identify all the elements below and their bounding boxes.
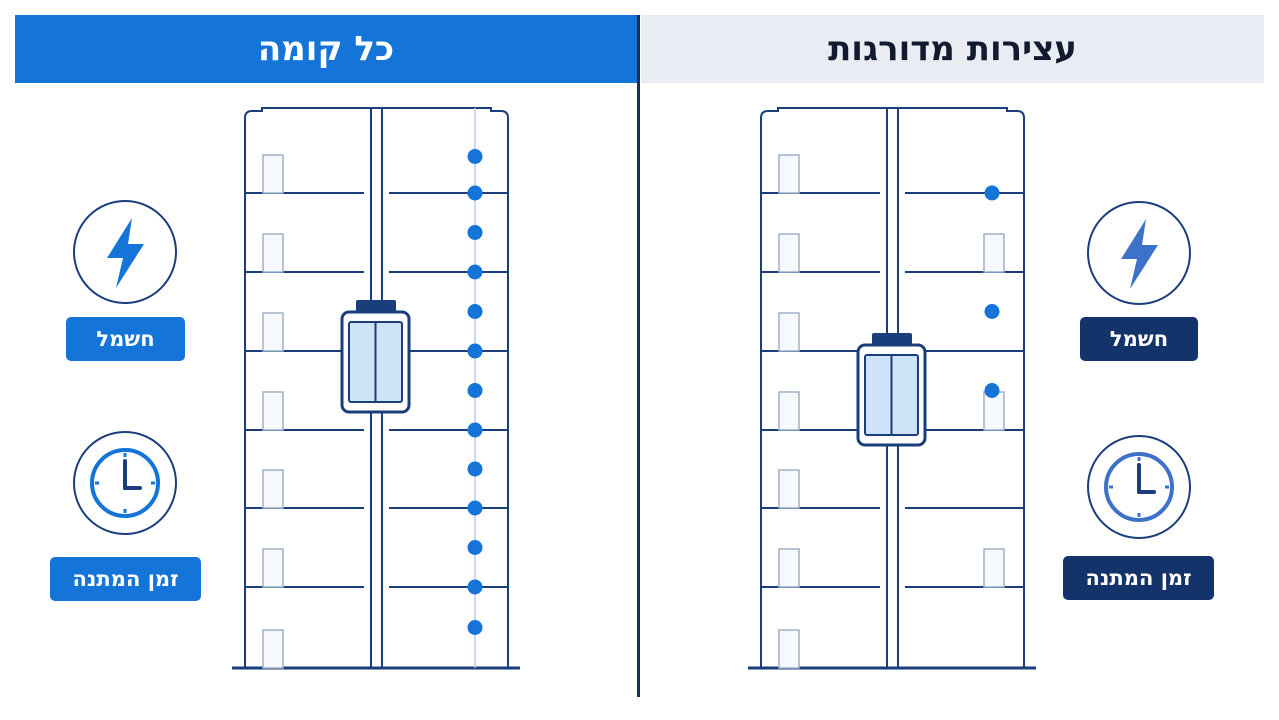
left-door bbox=[262, 548, 284, 588]
lightning-bolt-icon bbox=[1121, 219, 1158, 289]
right-stop-dot bbox=[984, 304, 1000, 319]
center-divider bbox=[637, 15, 640, 697]
left-door bbox=[262, 391, 284, 431]
left-power-badge bbox=[73, 200, 177, 304]
right-wait-label: זמן המתנה bbox=[1063, 556, 1214, 600]
left-wait-badge bbox=[73, 431, 177, 535]
right-panel-title: עצירות מדורגות bbox=[641, 15, 1264, 83]
left-stop-dot bbox=[467, 264, 483, 280]
right-door bbox=[778, 154, 800, 194]
right-stop-dot bbox=[984, 185, 1000, 201]
right-power-label: חשמל bbox=[1080, 317, 1198, 361]
clock-icon bbox=[1104, 452, 1174, 522]
clock-icon bbox=[90, 448, 160, 518]
lightning-bolt-icon bbox=[107, 218, 144, 288]
left-building-outline bbox=[244, 107, 509, 668]
left-stop-dot bbox=[467, 540, 483, 555]
left-power-label: חשמל bbox=[66, 317, 185, 361]
left-door bbox=[262, 312, 284, 352]
left-stop-dot bbox=[467, 422, 483, 438]
right-door bbox=[778, 312, 800, 352]
left-stop-dot bbox=[467, 185, 483, 201]
left-building bbox=[232, 107, 520, 670]
right-door bbox=[778, 469, 800, 509]
left-door bbox=[262, 469, 284, 509]
right-door bbox=[778, 233, 800, 273]
left-stop-dot bbox=[467, 620, 483, 635]
left-door bbox=[262, 233, 284, 273]
right-stop-dot bbox=[984, 383, 1000, 398]
right-door bbox=[778, 629, 800, 669]
left-stop-dot bbox=[467, 579, 483, 595]
right-power-badge bbox=[1087, 201, 1191, 305]
left-stop-dot bbox=[467, 149, 483, 164]
left-door bbox=[262, 629, 284, 669]
left-stop-dot bbox=[467, 383, 483, 398]
left-panel-title: כל קומה bbox=[15, 15, 637, 83]
right-door bbox=[778, 391, 800, 431]
left-wait-label: זמן המתנה bbox=[50, 557, 201, 601]
right-door bbox=[983, 233, 1005, 273]
left-stop-dot bbox=[467, 225, 483, 240]
left-stop-dot bbox=[467, 343, 483, 359]
left-stop-dot bbox=[467, 304, 483, 319]
right-elevator-car bbox=[856, 333, 927, 447]
right-wait-badge bbox=[1087, 435, 1191, 539]
left-stop-dot bbox=[467, 500, 483, 516]
left-door bbox=[262, 154, 284, 194]
right-building-outline bbox=[760, 107, 1025, 668]
left-stop-dot bbox=[467, 461, 483, 477]
left-elevator-car bbox=[340, 300, 411, 414]
right-door bbox=[778, 548, 800, 588]
right-door bbox=[983, 548, 1005, 588]
